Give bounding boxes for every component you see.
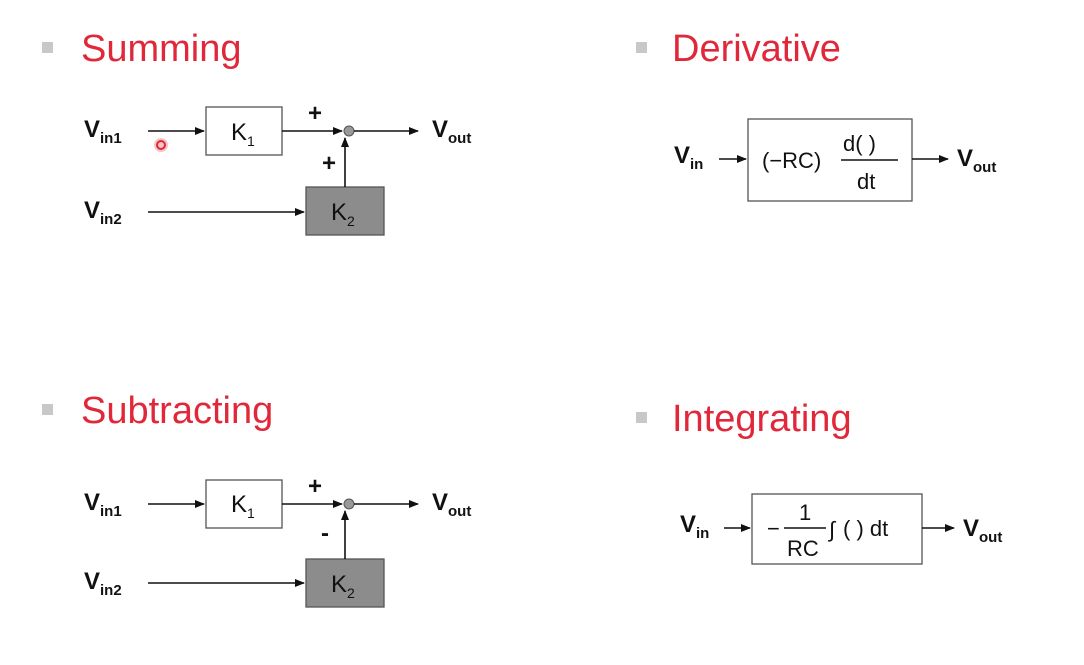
summing-plus-bottom: + bbox=[322, 150, 336, 177]
integrating-denominator: RC bbox=[787, 536, 819, 561]
integrating-diagram: Vin − 1 RC ∫ ( ) dt Vout bbox=[680, 493, 1002, 565]
bullet-summing bbox=[42, 42, 53, 53]
subtracting-plus-top: + bbox=[308, 473, 322, 500]
bullet-derivative bbox=[636, 42, 647, 53]
subtracting-minus: - bbox=[321, 520, 329, 547]
subtracting-vin1-label: Vin1 bbox=[84, 489, 122, 520]
heading-subtracting: Subtracting bbox=[81, 390, 274, 432]
bullet-integrating bbox=[636, 412, 647, 423]
subtracting-k2-label: K2 bbox=[331, 571, 355, 601]
subtracting-vout-label: Vout bbox=[432, 489, 471, 520]
integrating-integral-sign: ∫ bbox=[827, 517, 837, 542]
bullet-subtracting bbox=[42, 404, 53, 415]
integrating-vout-label: Vout bbox=[963, 515, 1002, 546]
heading-summing: Summing bbox=[81, 28, 242, 70]
subtracting-diagram: Vin1 Vin2 K1 + Vout K2 - bbox=[84, 473, 471, 608]
integrating-operand: ( ) dt bbox=[843, 516, 888, 541]
summing-k1-label: K1 bbox=[231, 119, 255, 149]
derivative-vout-label: Vout bbox=[957, 145, 996, 176]
integrating-block bbox=[751, 493, 923, 565]
subtracting-junction bbox=[343, 498, 355, 510]
heading-integrating: Integrating bbox=[672, 398, 852, 440]
summing-k1-block bbox=[205, 106, 283, 156]
subtracting-vin2-label: Vin2 bbox=[84, 568, 122, 599]
derivative-prefix: (−RC) bbox=[762, 148, 821, 173]
derivative-denominator: dt bbox=[857, 169, 875, 194]
derivative-numerator: d( ) bbox=[843, 131, 876, 156]
subtracting-k2-block bbox=[305, 558, 385, 608]
summing-vin1-label: Vin1 bbox=[84, 116, 122, 147]
summing-diagram: Vin1 Vin2 K1 + Vout K2 + bbox=[84, 100, 471, 236]
summing-vout-label: Vout bbox=[432, 116, 471, 147]
summing-k2-block bbox=[305, 186, 385, 236]
integrating-vin-label: Vin bbox=[680, 511, 709, 542]
summing-vin2-label: Vin2 bbox=[84, 197, 122, 228]
integrating-minus: − bbox=[767, 516, 780, 541]
derivative-vin-label: Vin bbox=[674, 142, 703, 173]
cursor-indicator-ring bbox=[156, 140, 166, 150]
derivative-block bbox=[747, 118, 913, 202]
subtracting-k1-block bbox=[205, 479, 283, 529]
integrating-numerator: 1 bbox=[799, 500, 811, 525]
summing-junction bbox=[343, 125, 355, 137]
derivative-diagram: Vin (−RC) d( ) dt Vout bbox=[674, 118, 996, 202]
heading-derivative: Derivative bbox=[672, 28, 841, 70]
subtracting-k1-label: K1 bbox=[231, 491, 255, 521]
summing-k2-label: K2 bbox=[331, 199, 355, 229]
summing-plus-top: + bbox=[308, 100, 322, 127]
